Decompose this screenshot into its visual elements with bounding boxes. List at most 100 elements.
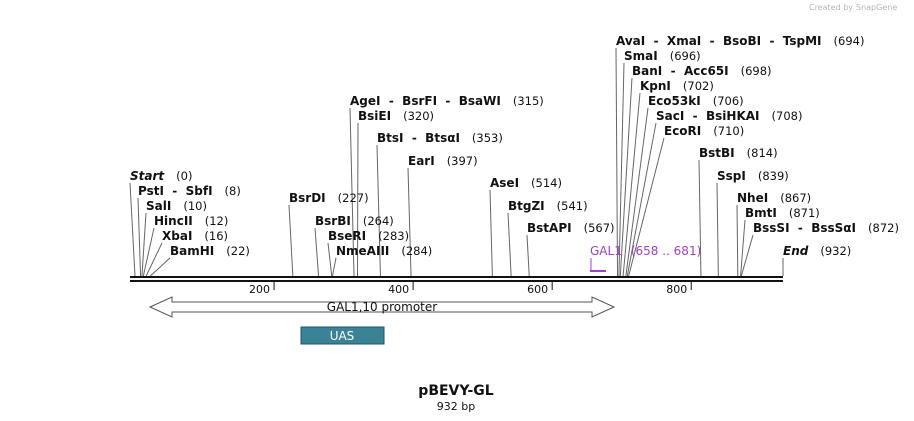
site-position-8: (264) — [363, 214, 394, 228]
site-name-20[interactable]: BanI - Acc65I — [632, 64, 729, 78]
site-leader-12 — [356, 122, 359, 277]
gal1-primer-bar[interactable] — [590, 270, 606, 272]
scale-label-400: 400 — [388, 283, 409, 296]
site-leader-5 — [145, 242, 163, 277]
site-name-27[interactable]: NheI — [737, 191, 768, 205]
site-position-5: (16) — [204, 229, 228, 243]
site-leader-15 — [489, 189, 493, 277]
site-leader-24 — [628, 137, 665, 277]
site-position-16: (541) — [557, 199, 588, 213]
site-leader-14 — [407, 167, 412, 277]
site-position-11: (315) — [513, 94, 544, 108]
site-position-13: (353) — [472, 131, 503, 145]
site-name-3[interactable]: SalI — [146, 199, 171, 213]
site-leader-22 — [625, 107, 649, 277]
site-position-24: (710) — [713, 124, 744, 138]
site-position-10: (284) — [401, 244, 432, 258]
site-leader-7 — [288, 204, 294, 277]
site-position-3: (10) — [183, 199, 207, 213]
gal1-primer-label: GAL1(658 .. 681) — [590, 244, 701, 258]
site-name-9[interactable]: BseRI — [328, 229, 366, 243]
site-leader-29 — [740, 234, 754, 277]
promoter-arrow[interactable] — [148, 296, 616, 318]
site-name-1[interactable]: Start — [130, 169, 165, 183]
site-position-6: (22) — [226, 244, 250, 258]
site-position-1: (0) — [176, 169, 192, 183]
site-leader-19 — [618, 62, 625, 277]
site-name-29[interactable]: BssSI - BssSαI — [753, 221, 856, 235]
site-name-7[interactable]: BsrDI — [289, 191, 326, 205]
promoter-label: GAL1,10 promoter — [327, 300, 437, 314]
site-leader-4 — [142, 227, 155, 277]
plasmid-length: 932 bp — [437, 400, 475, 413]
site-name-8[interactable]: BsrBI — [315, 214, 351, 228]
site-position-14: (397) — [447, 154, 478, 168]
site-position-27: (867) — [780, 191, 811, 205]
site-leader-20 — [619, 77, 633, 277]
site-name-15[interactable]: AseI — [490, 176, 519, 190]
site-position-21: (702) — [683, 79, 714, 93]
gal1-range: (658 .. 681) — [631, 244, 701, 258]
site-leader-3 — [141, 212, 147, 277]
site-position-25: (814) — [747, 146, 778, 160]
site-position-29: (872) — [868, 221, 899, 235]
site-name-2[interactable]: PstI - SbfI — [138, 184, 213, 198]
site-name-25[interactable]: BstBI — [699, 146, 735, 160]
scale-label-800: 800 — [666, 283, 687, 296]
site-name-26[interactable]: SspI — [717, 169, 746, 183]
site-position-17: (567) — [584, 221, 615, 235]
site-name-18[interactable]: AvaI - XmaI - BsoBI - TspMI — [616, 34, 822, 48]
site-position-12: (320) — [403, 109, 434, 123]
site-name-28[interactable]: BmtI — [745, 206, 777, 220]
site-leader-27 — [736, 204, 739, 277]
site-leader-18 — [615, 47, 619, 277]
site-position-26: (839) — [758, 169, 789, 183]
site-name-10[interactable]: NmeAIII — [336, 244, 389, 258]
plasmid-name: pBEVY-GL — [418, 383, 493, 399]
site-name-12[interactable]: BsiEI — [358, 109, 391, 123]
site-leader-16 — [507, 212, 512, 277]
site-name-22[interactable]: Eco53kI — [648, 94, 701, 108]
site-leader-2 — [137, 197, 142, 277]
site-leaders — [129, 47, 784, 277]
site-name-16[interactable]: BtgZI — [508, 199, 545, 213]
site-position-20: (698) — [741, 64, 772, 78]
uas-feature[interactable] — [300, 326, 385, 345]
site-name-4[interactable]: HincII — [154, 214, 193, 228]
site-name-19[interactable]: SmaI — [624, 49, 658, 63]
site-leader-28 — [740, 219, 746, 277]
site-name-23[interactable]: SacI - BsiHKAI — [656, 109, 760, 123]
site-leader-13 — [376, 144, 381, 277]
scale-ticks: 200 400 600 800 — [249, 282, 692, 296]
site-leader-23 — [626, 122, 657, 277]
site-name-6[interactable]: BamHI — [170, 244, 214, 258]
site-leader-21 — [622, 92, 641, 277]
site-name-11[interactable]: AgeI - BsrFI - BsaWI — [350, 94, 501, 108]
site-position-30: (932) — [820, 244, 851, 258]
site-leader-25 — [698, 159, 702, 277]
site-name-14[interactable]: EarI — [408, 154, 435, 168]
site-position-23: (708) — [772, 109, 803, 123]
credit-text: Created by — [809, 3, 853, 12]
site-name-17[interactable]: BstAPI — [527, 221, 572, 235]
site-name-13[interactable]: BtsI - BtsαI — [377, 131, 460, 145]
site-position-9: (283) — [378, 229, 409, 243]
snapgene-logo: SnapGene — [856, 3, 897, 12]
site-leader-26 — [716, 182, 719, 277]
site-position-22: (706) — [713, 94, 744, 108]
site-name-30[interactable]: End — [783, 244, 809, 258]
site-leader-6 — [149, 257, 171, 277]
site-leader-9 — [327, 242, 333, 277]
site-name-21[interactable]: KpnI — [640, 79, 671, 93]
site-position-15: (514) — [531, 176, 562, 190]
site-leader-11 — [349, 107, 355, 277]
scale-label-200: 200 — [249, 283, 270, 296]
site-name-24[interactable]: EcoRI — [664, 124, 701, 138]
scale-label-600: 600 — [527, 283, 548, 296]
site-name-5[interactable]: XbaI — [162, 229, 192, 243]
site-labels: Start(0)PstI - SbfI(8)SalI(10)HincII(12)… — [130, 34, 899, 258]
site-leader-1 — [129, 182, 136, 277]
site-position-4: (12) — [205, 214, 229, 228]
site-leader-8 — [314, 227, 320, 277]
